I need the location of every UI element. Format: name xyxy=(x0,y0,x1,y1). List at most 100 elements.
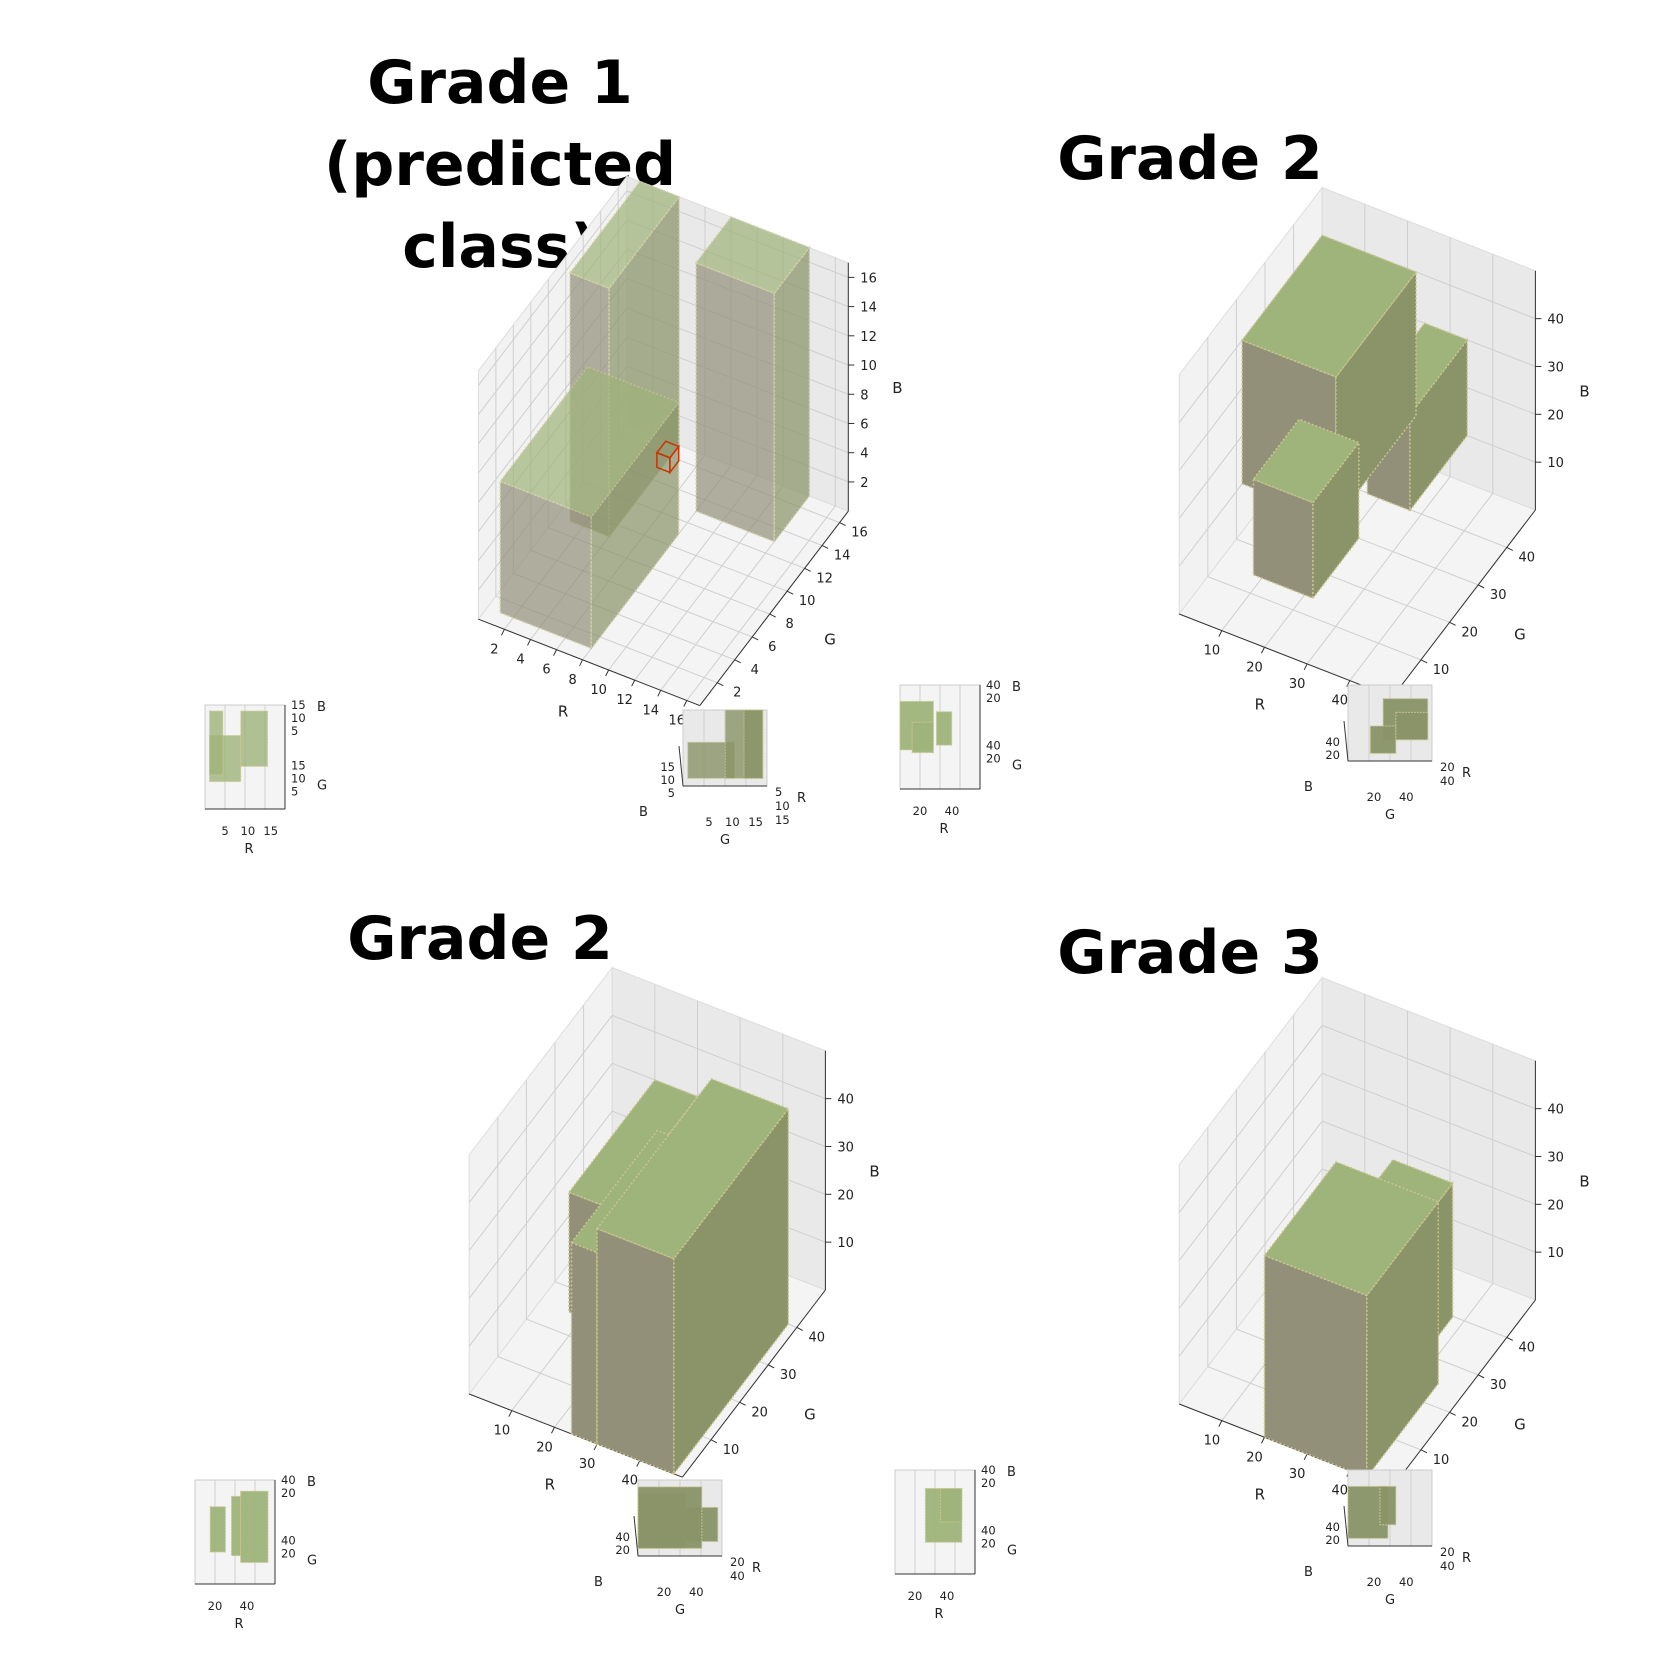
chart0-tick-r xyxy=(579,659,584,667)
chart0-ticklabel-r: 14 xyxy=(642,703,659,718)
chart0-tick-g xyxy=(786,590,794,595)
chart0-ticklabel-r: 2 xyxy=(490,642,498,657)
chart0-tv-voxel xyxy=(240,710,269,767)
chart0-ticklabel-g: 8 xyxy=(786,617,794,632)
chart0-ticklabel-r: 10 xyxy=(590,683,607,698)
chart0-tick-r xyxy=(683,700,688,707)
chart3-sv-label-g: G xyxy=(1385,1593,1395,1608)
grade2b-title: Grade 2 xyxy=(347,904,613,974)
chart0-voxel-top xyxy=(498,365,680,518)
chart1-tv-ticklabel-b: 20 xyxy=(986,691,1001,705)
chart3-gridline-z xyxy=(1178,1024,1536,1213)
chart2-tv-voxel xyxy=(240,1490,269,1563)
chart0-ylabel: G xyxy=(824,630,836,648)
chart1-tv-label-g: G xyxy=(1012,758,1022,773)
chart0-ticklabel-r: 16 xyxy=(669,713,686,728)
chart0-sv-ticklabel-r: 5 xyxy=(775,785,782,799)
chart0-sv-label-r: R xyxy=(797,791,806,806)
chart3-ticklabel-b: 30 xyxy=(1547,1150,1564,1165)
chart3-tv-ticklabel-g: 20 xyxy=(981,1536,996,1550)
chart1-voxel-block xyxy=(1252,418,1361,601)
chart2-sv-label-r: R xyxy=(752,1561,761,1576)
chart3-tv-ticklabel-b: 20 xyxy=(981,1476,996,1490)
chart1-tick-g xyxy=(1506,546,1514,551)
chart1-sv-voxel xyxy=(1395,711,1429,741)
chart0-sv-ticklabel-b: 5 xyxy=(668,786,675,800)
chart3-voxel-side xyxy=(1366,1199,1440,1480)
chart3-ticklabel-b: 10 xyxy=(1547,1246,1564,1261)
chart2-ticklabel-r: 10 xyxy=(494,1424,511,1439)
chart2-tick-r xyxy=(508,1410,513,1417)
chart0-voxel-front xyxy=(695,261,776,543)
chart0-tv-label-b: B xyxy=(317,700,326,715)
chart1-ticklabel-b: 40 xyxy=(1547,313,1564,328)
chart0-ticklabel-g: 6 xyxy=(768,640,776,655)
chart2-ticklabel-g: 30 xyxy=(780,1368,797,1383)
chart1-tick-r xyxy=(1218,630,1223,637)
chart2-tick-g xyxy=(739,1401,746,1406)
chart0-tv-ticklabel-g: 5 xyxy=(291,784,298,798)
chart2-tv-ticklabel-b: 40 xyxy=(281,1473,296,1487)
chart3-ticklabel-b: 40 xyxy=(1547,1103,1564,1118)
chart3-axis-g xyxy=(1392,1299,1536,1488)
chart3-tv-voxel xyxy=(940,1487,963,1523)
chart2-tv-ticklabel-b: 20 xyxy=(281,1486,296,1500)
chart2-tick-g xyxy=(710,1439,718,1444)
chart1-sv-ticklabel-b: 40 xyxy=(1325,735,1340,749)
chart3-gridline-z xyxy=(1178,1120,1536,1309)
chart2-ticklabel-g: 10 xyxy=(723,1443,740,1458)
chart3-ticklabel-r: 10 xyxy=(1204,1434,1221,1449)
chart3-tick-g xyxy=(1506,1336,1514,1341)
chart3-tick-r xyxy=(1303,1453,1308,1461)
chart3-voxel-block xyxy=(1263,1160,1440,1480)
chart0-tick-g xyxy=(751,636,759,641)
chart0-highlight-top xyxy=(655,440,680,459)
chart2-tv-voxel xyxy=(209,1506,226,1553)
chart3-sv-ticklabel-b: 20 xyxy=(1325,1533,1340,1547)
chart3-ticklabel-r: 20 xyxy=(1246,1450,1263,1465)
chart0-sv-ticklabel-r: 15 xyxy=(775,813,790,827)
chart0-ticklabel-r: 8 xyxy=(568,673,576,688)
chart2-tv-ticklabel-r: 40 xyxy=(240,1599,255,1613)
chart3-ticklabel-b: 20 xyxy=(1547,1198,1564,1213)
chart0-ticklabel-g: 12 xyxy=(816,571,833,586)
chart0-tv-ticklabel-g: 10 xyxy=(291,771,306,785)
chart2-ticklabel-b: 40 xyxy=(837,1093,854,1108)
chart2-zlabel: B xyxy=(869,1162,879,1180)
chart0-sv-ticklabel-g: 15 xyxy=(748,815,763,829)
chart0-gridline-y xyxy=(495,347,718,684)
chart0-voxel-top xyxy=(568,180,681,290)
chart3-sv-voxel xyxy=(1379,1485,1397,1526)
chart0-tick-r xyxy=(553,649,557,656)
chart0-tick-r xyxy=(527,639,531,646)
chart2-sv-ticklabel-g: 20 xyxy=(657,1585,672,1599)
chart1-gridline-y xyxy=(1235,299,1450,623)
chart1-ticklabel-r: 40 xyxy=(1331,694,1348,709)
chart2-ticklabel-b: 10 xyxy=(837,1236,854,1251)
grade1-title-line1: Grade 1 xyxy=(367,48,633,118)
chart1-ticklabel-g: 40 xyxy=(1519,550,1536,565)
chart2-ticklabel-b: 30 xyxy=(837,1140,854,1155)
chart3-tick-r xyxy=(1218,1420,1223,1427)
chart0-ticklabel-b: 4 xyxy=(860,447,868,462)
chart0-tv-ticklabel-b: 10 xyxy=(291,711,306,725)
chart2-voxel-top xyxy=(567,1078,699,1210)
chart0-tick-r xyxy=(657,690,662,697)
chart1-sv-ticklabel-r: 20 xyxy=(1440,760,1455,774)
chart2-tick-r xyxy=(636,1460,641,1467)
chart1-ticklabel-b: 30 xyxy=(1547,360,1564,375)
chart2-tv-label-g: G xyxy=(307,1553,317,1568)
chart1-gridline-x xyxy=(1306,237,1451,665)
chart1-ticklabel-b: 10 xyxy=(1547,456,1564,471)
chart1-tick-r xyxy=(1346,680,1351,687)
chart2-sv-ticklabel-b: 40 xyxy=(615,1530,630,1544)
chart1-tv-ticklabel-r: 20 xyxy=(913,804,928,818)
chart3-gridline-z xyxy=(1178,1168,1536,1357)
chart3-sv-label-r: R xyxy=(1462,1551,1471,1566)
chart3-sv-ticklabel-g: 40 xyxy=(1399,1575,1414,1589)
chart2-sv-ticklabel-r: 40 xyxy=(730,1569,745,1583)
